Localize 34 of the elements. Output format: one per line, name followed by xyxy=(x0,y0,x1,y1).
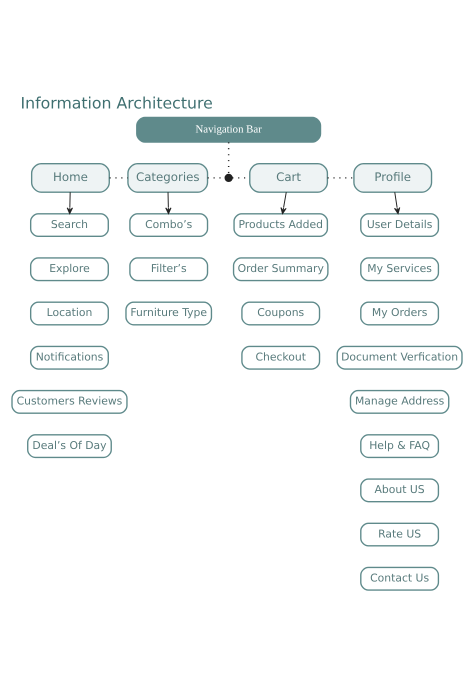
arrow xyxy=(394,192,400,214)
node-box: Filter’s xyxy=(129,257,208,282)
node-box: Notifications xyxy=(30,346,109,370)
node-box: Explore xyxy=(30,257,109,282)
node-box: Manage Address xyxy=(350,390,450,414)
connector xyxy=(228,142,230,174)
node-box: Rate US xyxy=(360,522,440,547)
node-box: Profile xyxy=(353,162,432,193)
node-box: Furniture Type xyxy=(125,302,212,326)
arrow xyxy=(280,192,287,214)
arrow xyxy=(66,192,73,214)
node-box: Combo’s xyxy=(129,213,208,238)
node-box: Navigation Bar xyxy=(136,116,322,143)
node-box: Deal’s Of Day xyxy=(27,434,112,458)
node-box: Document Verfication xyxy=(336,346,463,370)
node-box: Checkout xyxy=(241,346,320,370)
node-box: My Orders xyxy=(360,302,440,326)
node-box: User Details xyxy=(360,213,440,238)
node-box: Help & FAQ xyxy=(360,434,440,458)
node-box: About US xyxy=(360,478,440,502)
node-box: Order Summary xyxy=(232,257,329,282)
node-box: Categories xyxy=(127,162,208,193)
diagram-title: Information Architecture xyxy=(20,93,213,112)
node-box: Location xyxy=(30,302,109,326)
arrow xyxy=(165,192,172,214)
node-box: My Services xyxy=(360,257,440,282)
node-box: Coupons xyxy=(241,302,320,326)
node-box: Search xyxy=(30,213,109,238)
node-box: Contact Us xyxy=(360,566,440,591)
node-box: Home xyxy=(30,162,110,193)
node-circle xyxy=(224,174,233,182)
node-box: Customers Reviews xyxy=(11,390,128,414)
node-box: Products Added xyxy=(233,213,328,238)
node-box: Cart xyxy=(249,162,328,193)
